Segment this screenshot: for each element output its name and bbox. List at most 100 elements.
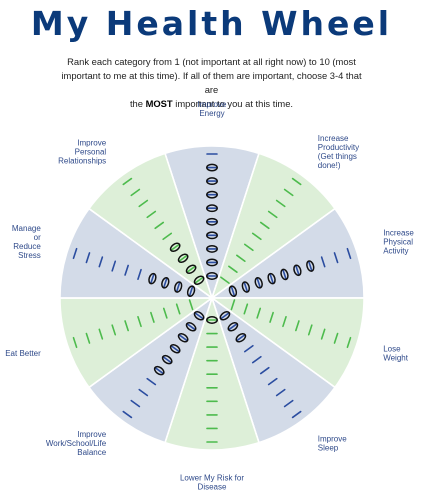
rating-tick[interactable] (122, 410, 133, 419)
rating-tick[interactable] (243, 281, 249, 293)
rating-circle-mark (161, 354, 173, 365)
rating-tick[interactable] (251, 232, 262, 241)
rating-tick[interactable] (236, 254, 246, 263)
rating-tick[interactable] (220, 312, 230, 320)
rating-circle-mark (193, 311, 205, 321)
rating-tick[interactable] (154, 221, 165, 230)
rating-circle-mark (173, 281, 183, 293)
rating-tick[interactable] (256, 277, 262, 289)
segment-divider (211, 297, 260, 443)
rating-tick[interactable] (150, 311, 155, 323)
rating-tick[interactable] (162, 232, 173, 241)
rating-tick[interactable] (295, 320, 300, 332)
rating-tick[interactable] (186, 323, 196, 331)
rating-tick[interactable] (320, 328, 326, 340)
rating-tick[interactable] (295, 264, 300, 276)
rating-tick[interactable] (98, 328, 104, 340)
rating-circle-mark (161, 277, 170, 289)
rating-tick[interactable] (175, 303, 181, 315)
rating-tick[interactable] (251, 355, 262, 364)
rating-tick[interactable] (170, 344, 181, 353)
instructions-emphasis: MOST (145, 98, 173, 109)
rating-tick[interactable] (194, 276, 204, 284)
rating-tick[interactable] (194, 312, 204, 320)
rating-tick[interactable] (130, 188, 141, 197)
rating-tick[interactable] (283, 188, 294, 197)
rating-circle-mark (206, 244, 218, 253)
rating-tick[interactable] (346, 336, 352, 349)
rating-tick[interactable] (333, 252, 339, 264)
rating-tick[interactable] (230, 285, 236, 297)
rating-tick[interactable] (162, 307, 168, 319)
rating-tick[interactable] (124, 264, 129, 276)
rating-tick[interactable] (130, 399, 141, 408)
rating-tick[interactable] (269, 311, 274, 323)
rating-tick[interactable] (282, 268, 287, 281)
rating-tick[interactable] (259, 221, 270, 230)
rating-tick[interactable] (111, 324, 117, 336)
rating-tick[interactable] (137, 315, 142, 328)
rating-circle-mark (206, 190, 218, 199)
rating-tick[interactable] (178, 254, 188, 263)
rating-tick[interactable] (186, 265, 196, 273)
rating-tick[interactable] (243, 243, 254, 252)
rating-tick[interactable] (333, 332, 339, 344)
rating-tick[interactable] (124, 320, 129, 332)
rating-tick[interactable] (188, 285, 194, 297)
rating-circle-mark (227, 322, 239, 332)
rating-tick[interactable] (85, 332, 91, 344)
rating-circle-mark (148, 272, 157, 285)
rating-tick[interactable] (307, 260, 313, 272)
category-label-line: Increase (318, 134, 349, 143)
rating-tick[interactable] (228, 265, 238, 273)
rating-tick[interactable] (228, 323, 238, 331)
rating-tick[interactable] (162, 355, 173, 364)
rating-tick[interactable] (146, 377, 157, 386)
rating-tick[interactable] (137, 268, 142, 281)
rating-tick[interactable] (175, 281, 181, 293)
rating-tick[interactable] (291, 410, 302, 419)
rating-tick[interactable] (243, 344, 254, 353)
rating-tick[interactable] (236, 333, 246, 342)
segment-divider (211, 297, 336, 388)
rating-tick[interactable] (346, 247, 352, 260)
rating-tick[interactable] (72, 336, 78, 349)
rating-circle-mark (206, 217, 218, 226)
rating-tick[interactable] (111, 260, 117, 272)
rating-tick[interactable] (267, 377, 278, 386)
rating-tick[interactable] (150, 273, 155, 285)
rating-tick[interactable] (269, 273, 274, 285)
rating-tick[interactable] (85, 252, 91, 264)
rating-tick[interactable] (138, 199, 149, 208)
rating-tick[interactable] (188, 299, 194, 311)
rating-tick[interactable] (256, 307, 262, 319)
rating-tick[interactable] (275, 199, 286, 208)
rating-tick[interactable] (259, 366, 270, 375)
rating-tick[interactable] (154, 366, 165, 375)
rating-tick[interactable] (170, 243, 181, 252)
rating-tick[interactable] (282, 315, 287, 328)
rating-tick[interactable] (98, 256, 104, 268)
rating-tick[interactable] (267, 210, 278, 219)
instructions-line-3-after: important to you at this time. (172, 98, 294, 109)
category-label: Eat Better (5, 349, 41, 358)
rating-tick[interactable] (275, 388, 286, 397)
rating-tick[interactable] (72, 247, 78, 260)
rating-tick[interactable] (320, 256, 326, 268)
category-label-line: Disease (198, 483, 227, 492)
rating-circle-mark (193, 275, 205, 285)
rating-tick[interactable] (162, 277, 168, 289)
rating-tick[interactable] (122, 177, 133, 186)
rating-tick[interactable] (243, 303, 249, 315)
rating-tick[interactable] (220, 276, 230, 284)
category-label-line: Weight (383, 353, 409, 362)
rating-tick[interactable] (291, 177, 302, 186)
rating-tick[interactable] (307, 324, 313, 336)
rating-tick[interactable] (138, 388, 149, 397)
rating-tick[interactable] (178, 333, 188, 342)
rating-tick[interactable] (283, 399, 294, 408)
rating-tick[interactable] (146, 210, 157, 219)
rating-tick[interactable] (230, 299, 236, 311)
rating-circle-mark (206, 316, 218, 324)
